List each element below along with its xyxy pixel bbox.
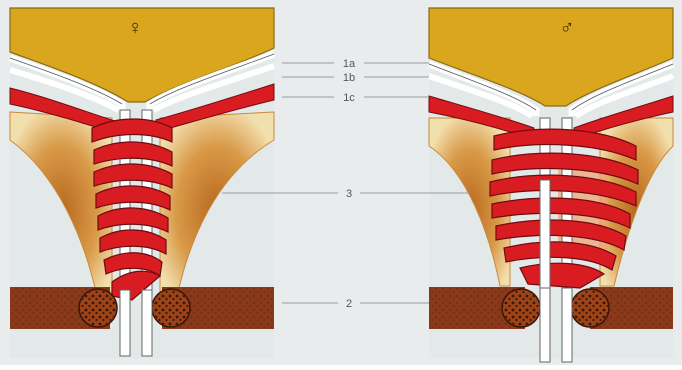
label-3: 3 <box>346 188 352 200</box>
male-symbol: ♂ <box>560 17 575 39</box>
female-symbol: ♀ <box>128 17 143 39</box>
label-1a: 1a <box>343 58 356 70</box>
label-1b: 1b <box>343 72 355 84</box>
label-1c: 1c <box>343 92 355 104</box>
label-2: 2 <box>346 298 352 310</box>
